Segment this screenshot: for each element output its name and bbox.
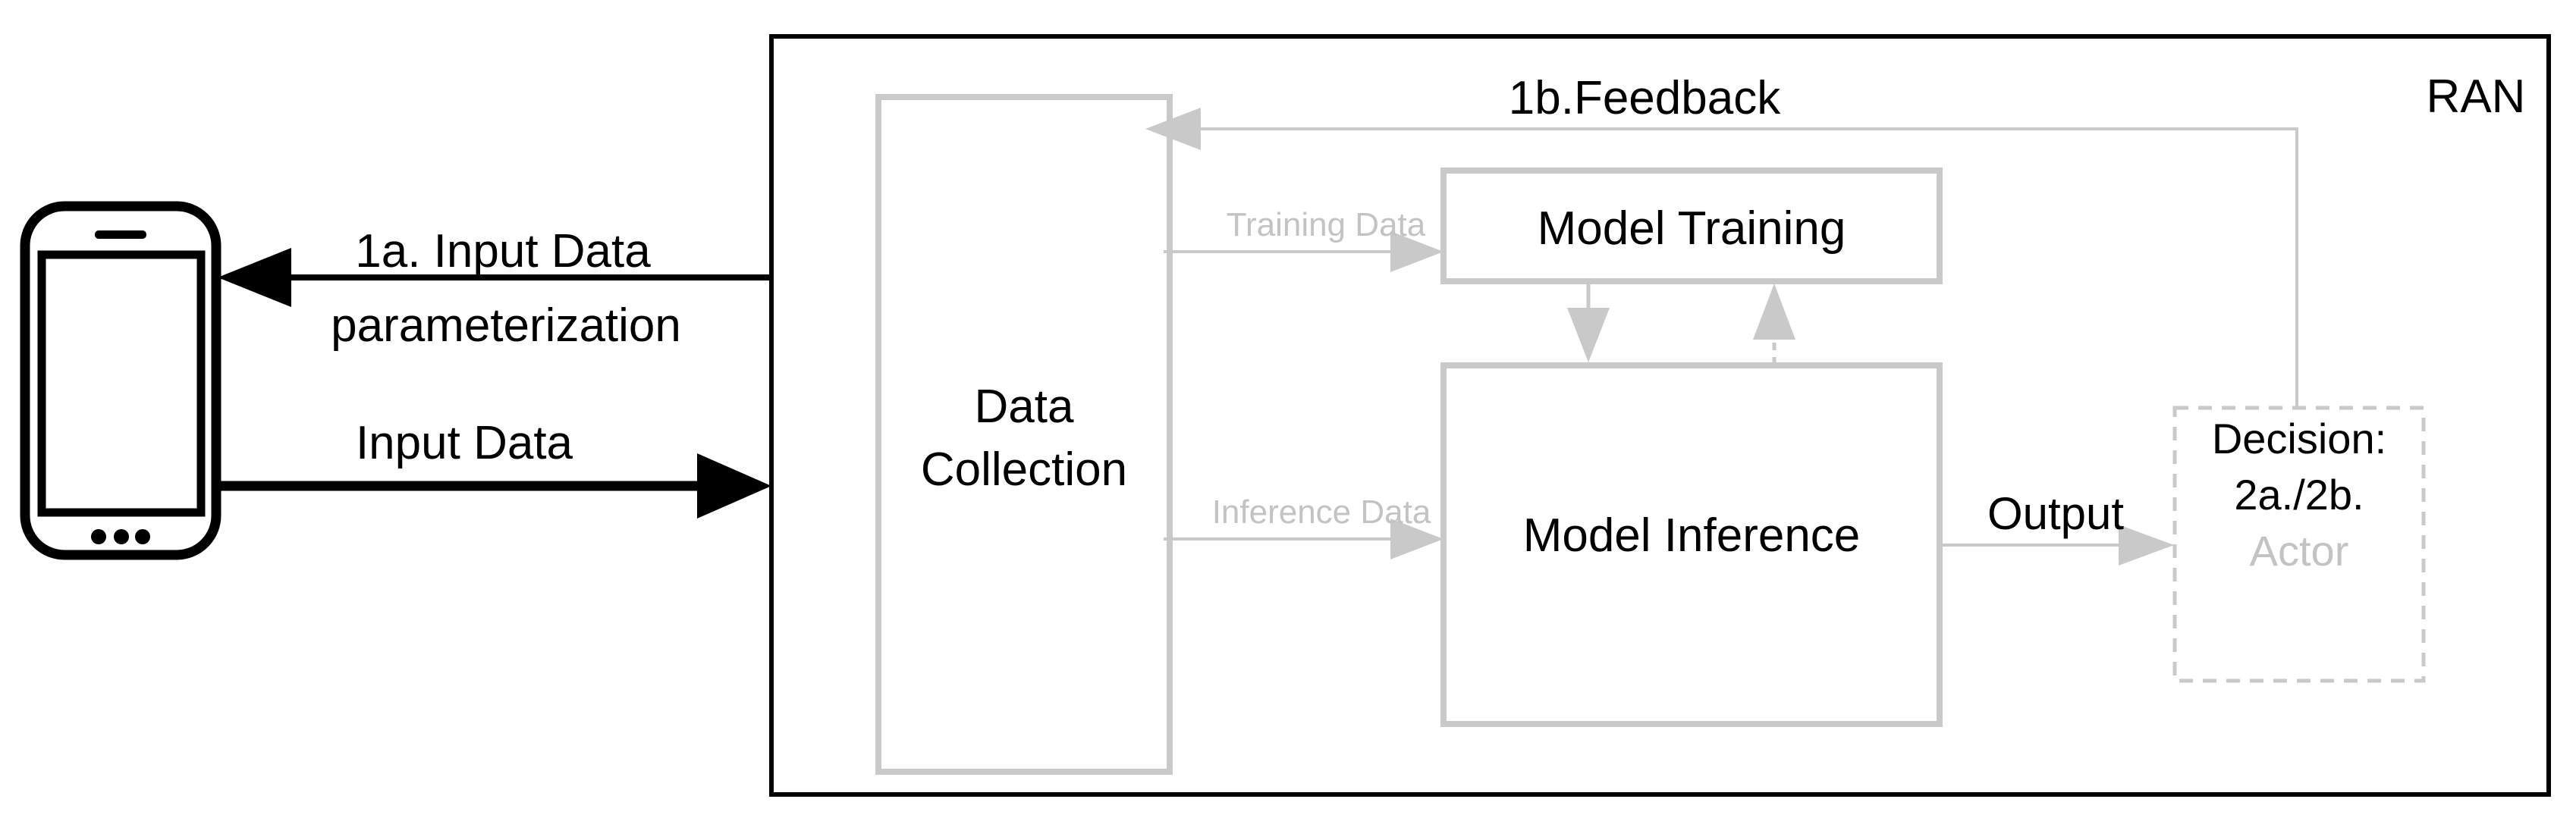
arrow-feedback: 1b.Feedback (1145, 72, 2298, 408)
output-label: Output (1987, 488, 2124, 539)
arrowhead-left (1145, 108, 1201, 150)
arrow-training-data: Training Data (1164, 206, 1444, 272)
arrow-1a-label-line2: parameterization (331, 299, 681, 352)
arrow-output: Output (1940, 488, 2174, 566)
arrow-training-to-inference (1567, 281, 1610, 362)
arrow-inference-data: Inference Data (1164, 494, 1444, 559)
data-collection-label-line1: Data (975, 381, 1074, 433)
inference-data-label: Inference Data (1212, 494, 1431, 531)
decision-border (2172, 406, 2426, 683)
smartphone-body (20, 201, 221, 560)
arrow-input-data: Input Data (218, 417, 771, 519)
feedback-label: 1b.Feedback (1509, 72, 1781, 124)
decision-actor-label: Actor (2250, 527, 2349, 575)
model-inference-label: Model Inference (1523, 509, 1861, 562)
arrow-input-data-parameterization: 1a. Input Data parameterization (218, 225, 771, 352)
arrow-1a-label-line1: 1a. Input Data (355, 225, 651, 277)
model-training-label: Model Training (1538, 202, 1846, 255)
arrowhead-right (1390, 519, 1444, 559)
decision-label-line1: Decision: (2212, 415, 2386, 462)
smartphone-button-dot (135, 529, 150, 544)
arrowhead-up (1753, 284, 1795, 340)
ran-label: RAN (2427, 71, 2526, 123)
decision-label-line2: 2a./2b. (2234, 471, 2364, 519)
decision-actor-box: Decision: 2a./2b. Actor (2172, 406, 2426, 683)
smartphone-icon (20, 201, 221, 560)
data-collection-border (875, 94, 1173, 775)
feedback-line (1198, 127, 2298, 408)
model-training-box: Model Training (1440, 168, 1943, 284)
arrowhead-right (2119, 525, 2174, 566)
arrow-input-label: Input Data (356, 417, 573, 469)
data-collection-box: Data Collection (875, 94, 1173, 775)
model-training-border (1440, 168, 1943, 284)
smartphone-button-dot (114, 529, 129, 544)
smartphone-button-dot (91, 529, 106, 544)
arrowhead-down (1567, 308, 1610, 362)
training-data-label: Training Data (1227, 206, 1426, 243)
ran-container-box (769, 34, 2551, 797)
data-collection-label-line2: Collection (921, 443, 1127, 496)
arrow-inference-to-training (1753, 284, 1795, 365)
smartphone-speaker (95, 230, 146, 239)
smartphone-screen (37, 250, 206, 517)
arrowhead-right (697, 453, 771, 519)
arrowhead-left (218, 248, 291, 307)
arrowhead-right (1390, 231, 1444, 272)
model-inference-box: Model Inference (1440, 362, 1943, 727)
